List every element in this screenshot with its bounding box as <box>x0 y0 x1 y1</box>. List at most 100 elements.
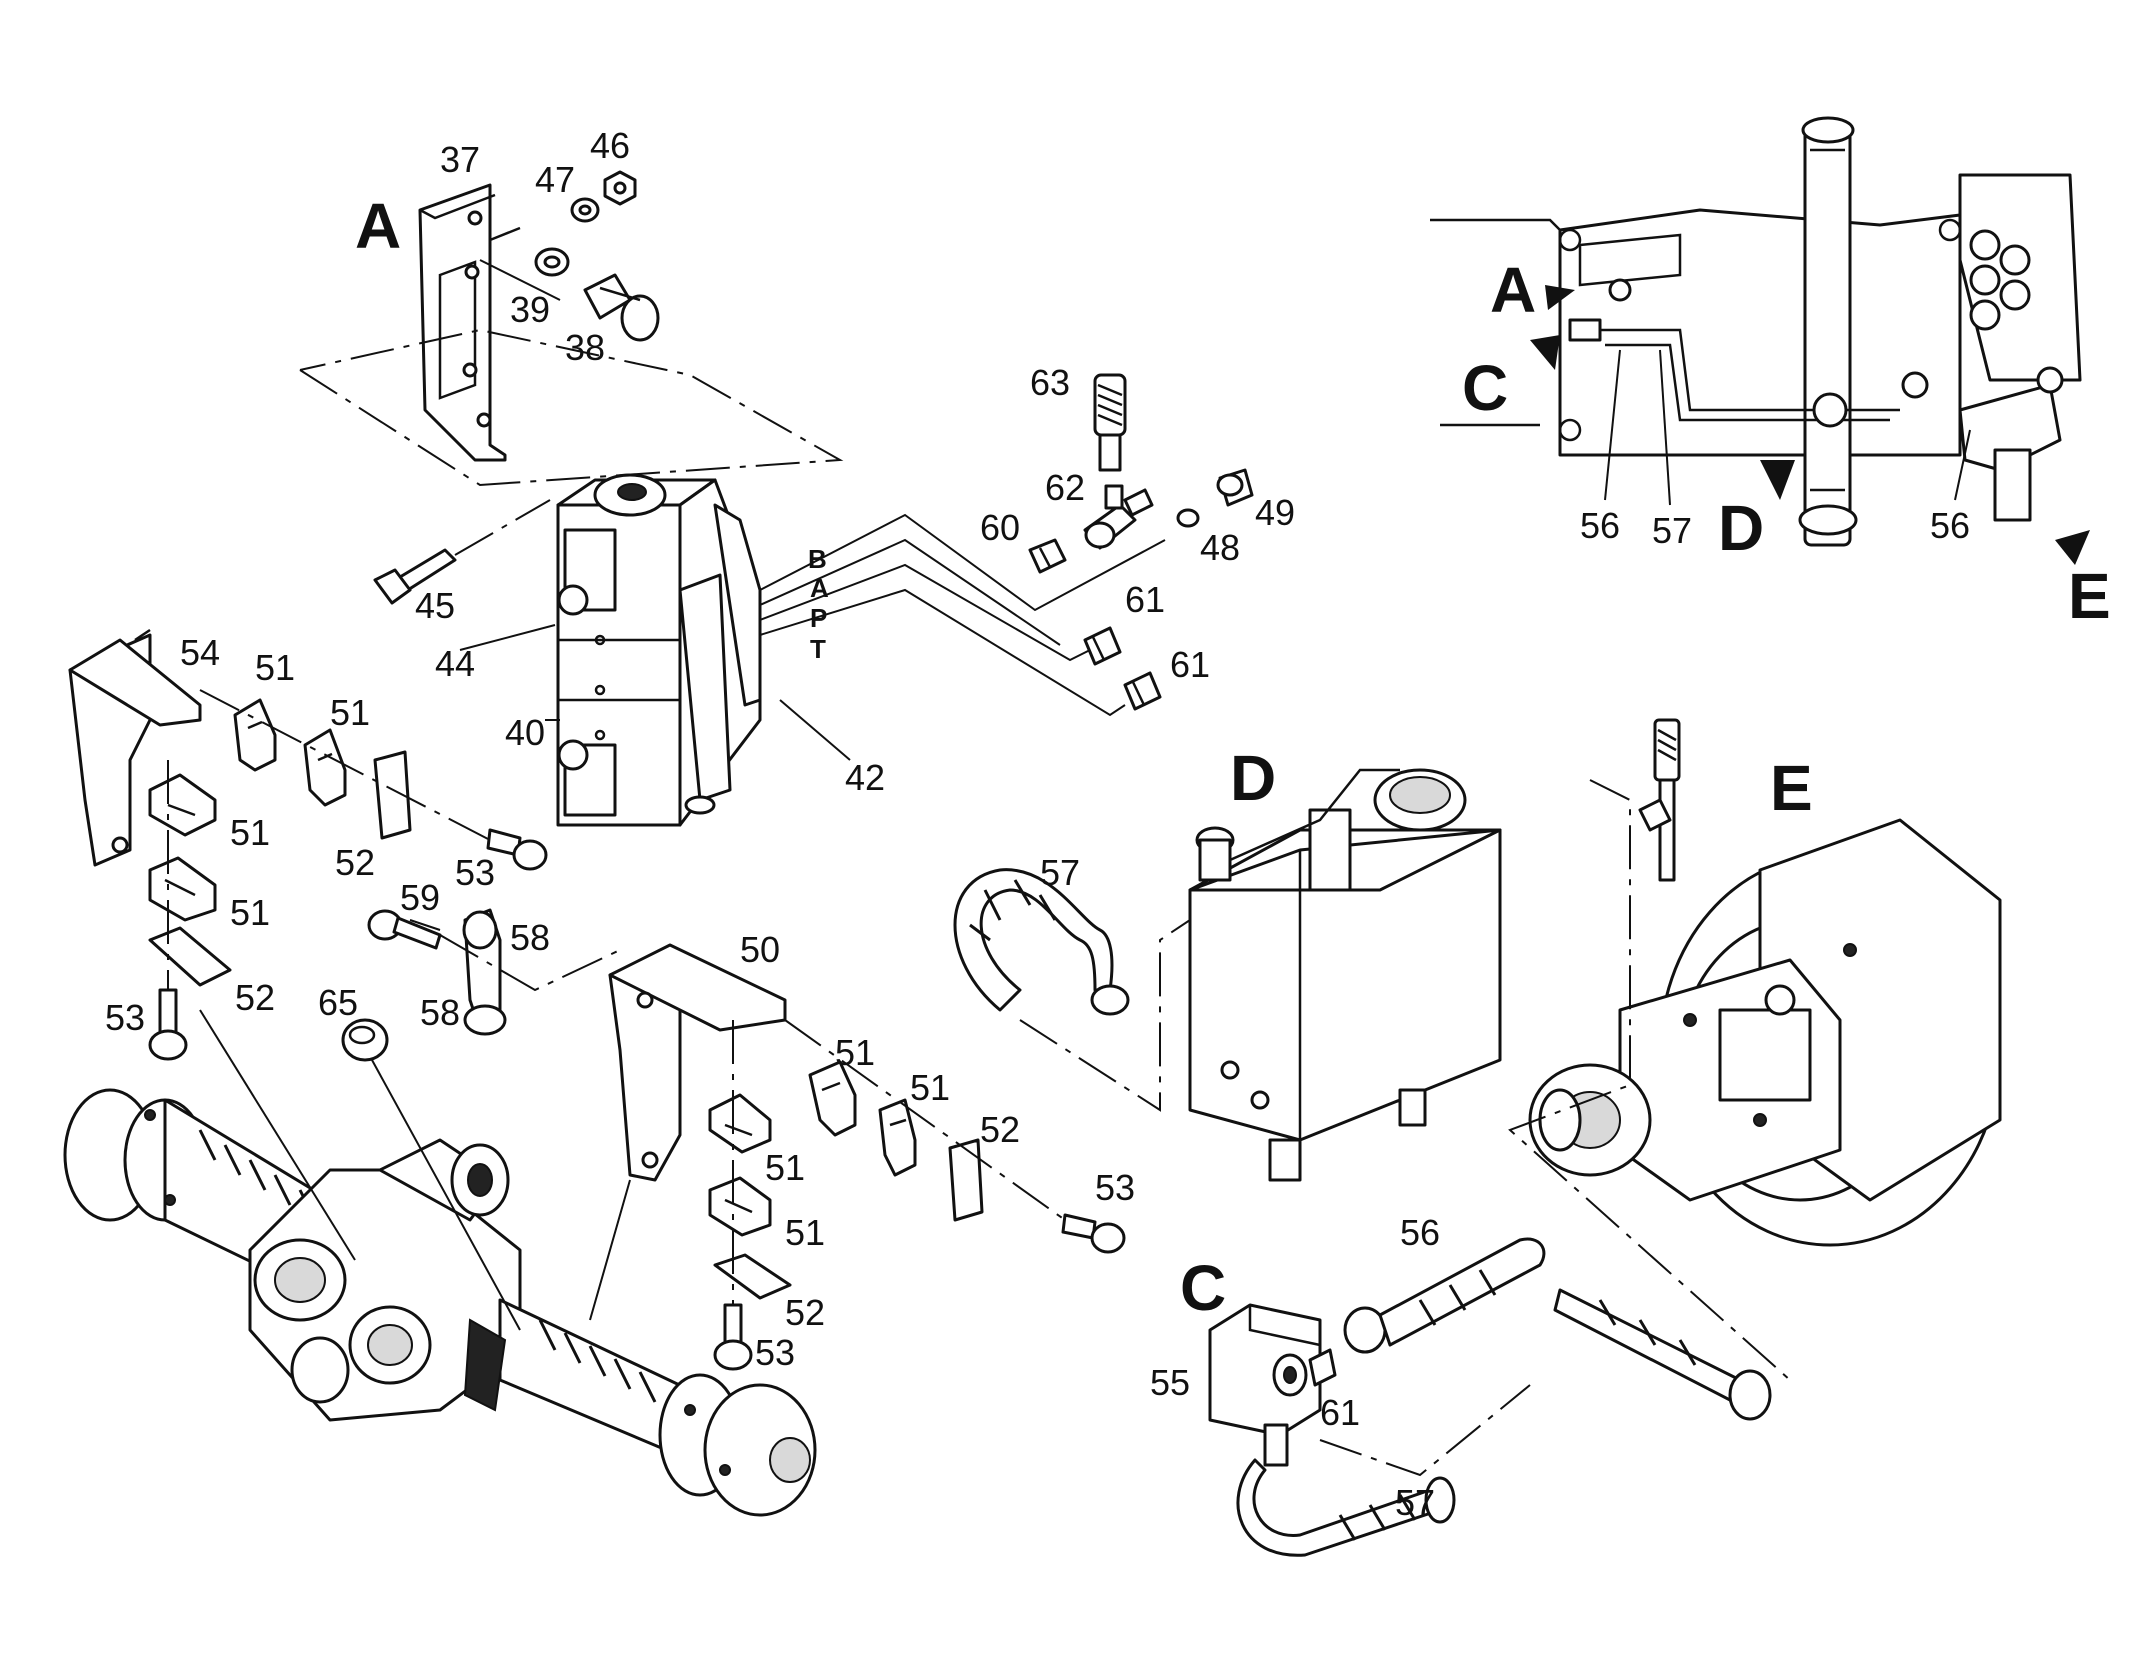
centerline-53-upper <box>199 689 491 841</box>
seal-48 <box>1176 508 1200 528</box>
part-number-51-b: 51 <box>330 692 370 733</box>
clamp-51-3 <box>148 773 217 837</box>
fitting-61-upper <box>1083 626 1122 666</box>
part-number-45: 45 <box>415 585 455 626</box>
view-label-d: D <box>1230 742 1276 814</box>
leader-56-overview-right <box>1954 429 1971 501</box>
clamp-51-8 <box>708 1176 772 1237</box>
part-number-57-overview: 57 <box>1652 510 1692 551</box>
centerline-58-50 <box>439 934 621 992</box>
hose-56-e <box>1553 1288 1772 1421</box>
part-number-48: 48 <box>1200 527 1240 568</box>
fitting-61-lower <box>1123 671 1162 711</box>
axle-assembly <box>63 1088 817 1517</box>
tee-62 <box>1083 484 1154 550</box>
part-number-56-overview-right: 56 <box>1930 505 1970 546</box>
bolt-45 <box>373 548 457 605</box>
part-number-61-lower: 61 <box>1170 644 1210 685</box>
centerline-a-bracket <box>299 328 844 487</box>
bracket-54 <box>68 628 202 867</box>
clamp-51-2 <box>303 728 347 807</box>
port-lines-bapt <box>759 513 1166 717</box>
cap-65 <box>341 1018 389 1062</box>
centerline-45 <box>454 499 551 556</box>
view-label-c: C <box>1180 1252 1226 1324</box>
part-number-53-c: 53 <box>1095 1167 1135 1208</box>
bolt-53-lower <box>713 1303 753 1371</box>
plate-52-lower <box>713 1253 792 1300</box>
hose-57-lower <box>1236 1458 1456 1557</box>
part-number-53-b: 53 <box>105 997 145 1038</box>
leader-axle-52 <box>199 1009 356 1261</box>
fitting-60 <box>1028 538 1067 574</box>
leader-56-overview-left <box>1604 349 1621 501</box>
part-number-52-c: 52 <box>980 1109 1020 1150</box>
part-number-51-c: 51 <box>230 812 270 853</box>
clamp-51-4 <box>148 856 217 922</box>
tank-d <box>1188 768 1502 1182</box>
part-number-40: 40 <box>505 712 545 753</box>
clamp-51-5 <box>808 1060 857 1137</box>
part-number-54: 54 <box>180 632 220 673</box>
part-number-55: 55 <box>1150 1362 1190 1403</box>
machine-overview <box>1430 116 2082 547</box>
part-number-51-d: 51 <box>230 892 270 933</box>
plate-52-right <box>948 1138 984 1222</box>
valve-block-40 <box>556 473 762 827</box>
clamp-51-1 <box>233 698 277 772</box>
part-number-65: 65 <box>318 982 358 1023</box>
leader-57-overview <box>1659 349 1671 506</box>
bracket-50 <box>608 943 787 1182</box>
part-number-47: 47 <box>535 159 575 200</box>
part-number-50: 50 <box>740 929 780 970</box>
port-label-p: P <box>810 603 827 633</box>
port-label-b: B <box>808 544 827 574</box>
clamp-51-6 <box>878 1098 917 1177</box>
view-label-a: A <box>355 190 401 262</box>
leader-38-axis <box>479 259 561 301</box>
part-number-53-d: 53 <box>755 1332 795 1373</box>
part-number-49: 49 <box>1255 492 1295 533</box>
part-number-52-b: 52 <box>235 977 275 1018</box>
part-number-38: 38 <box>565 327 605 368</box>
clamp-51-7 <box>708 1093 772 1154</box>
part-number-60: 60 <box>980 507 1020 548</box>
part-number-44: 44 <box>435 643 475 684</box>
part-number-51-f: 51 <box>910 1067 950 1108</box>
part-number-51-a: 51 <box>255 647 295 688</box>
centerline-pump-e <box>1508 779 1791 1381</box>
clamp-58 <box>462 908 507 1036</box>
overview-label-c: C <box>1462 352 1508 424</box>
part-number-56-overview-left: 56 <box>1580 505 1620 546</box>
washer-39 <box>534 247 570 277</box>
part-number-58-a: 58 <box>510 917 550 958</box>
view-label-e: E <box>1770 752 1813 824</box>
part-number-61-c: 61 <box>1320 1392 1360 1433</box>
part-number-57-lower: 57 <box>1395 1482 1435 1523</box>
bolt-59 <box>367 909 442 950</box>
overview-label-d: D <box>1718 492 1764 564</box>
overview-label-a: A <box>1490 254 1536 326</box>
centerline-53-right <box>784 1019 1066 1221</box>
plate-42 <box>713 503 762 707</box>
part-number-39: 39 <box>510 289 550 330</box>
nut-46 <box>603 170 637 206</box>
plate-52-upper <box>373 750 412 840</box>
part-number-58-b: 58 <box>420 992 460 1033</box>
part-number-53-a: 53 <box>455 852 495 893</box>
centerline-55 <box>1319 1384 1531 1477</box>
part-number-37: 37 <box>440 139 480 180</box>
view-arrow-e <box>2055 530 2090 565</box>
view-arrow-d <box>1760 460 1795 500</box>
washer-47 <box>570 197 600 223</box>
part-number-57-upper: 57 <box>1040 852 1080 893</box>
part-number-63: 63 <box>1030 362 1070 403</box>
part-number-61-upper: 61 <box>1125 579 1165 620</box>
part-number-52-a: 52 <box>335 842 375 883</box>
hose-56-c <box>1343 1237 1546 1354</box>
part-number-42: 42 <box>845 757 885 798</box>
plate-52-left <box>148 926 232 987</box>
part-number-56-hose: 56 <box>1400 1212 1440 1253</box>
view-arrow-c <box>1530 335 1560 370</box>
